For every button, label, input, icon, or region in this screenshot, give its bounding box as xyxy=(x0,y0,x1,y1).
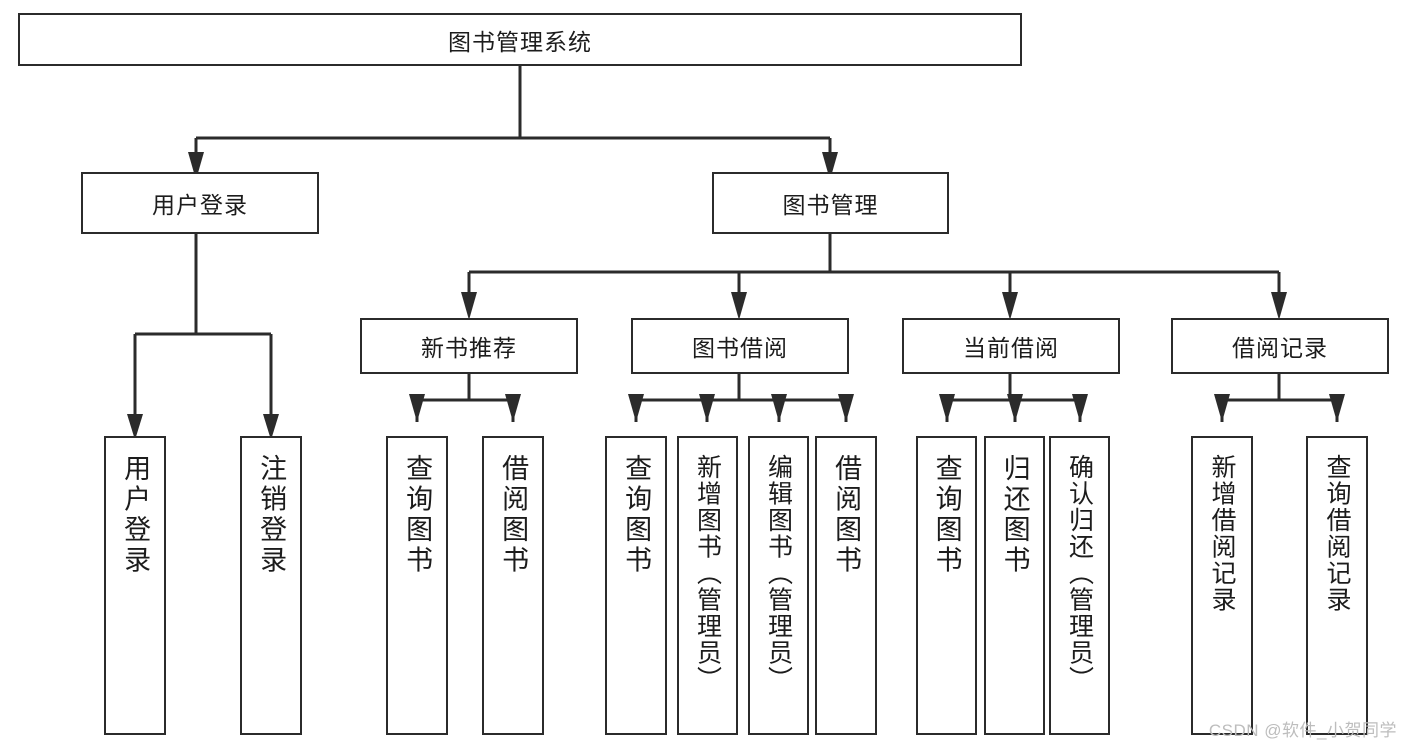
watermark: CSDN @软件_小贺同学 xyxy=(1208,721,1397,740)
leaf-book-borrow-add[interactable]: 新增图书（管理员） xyxy=(677,436,738,735)
arrowhead-c1 xyxy=(461,292,477,320)
arrowhead-bb-l3 xyxy=(771,394,787,422)
leaf-label: 查询图书 xyxy=(621,454,652,576)
leaf-label: 新增借阅记录 xyxy=(1208,454,1236,613)
leaf-new-book-borrow[interactable]: 借阅图书 xyxy=(482,436,544,735)
node-book-management-label: 图书管理 xyxy=(782,192,879,218)
leaf-book-borrow-edit[interactable]: 编辑图书（管理员） xyxy=(748,436,809,735)
leaf-label: 查询图书 xyxy=(402,454,433,576)
arrowhead-bb-l1 xyxy=(628,394,644,422)
leaf-label: 注销登录 xyxy=(256,454,287,576)
node-root[interactable]: 图书管理系统 xyxy=(18,13,1022,66)
node-new-book-recommend-label: 新书推荐 xyxy=(421,335,517,361)
leaf-user-login-logout[interactable]: 注销登录 xyxy=(240,436,302,735)
node-book-borrow-label: 图书借阅 xyxy=(692,335,788,361)
leaf-current-borrow-return[interactable]: 归还图书 xyxy=(984,436,1045,735)
arrowhead-cb-l2 xyxy=(1007,394,1023,422)
node-user-login-label: 用户登录 xyxy=(152,192,248,218)
arrowhead-bb-l2 xyxy=(699,394,715,422)
node-book-borrow[interactable]: 图书借阅 xyxy=(631,318,849,374)
arrowhead-br-l1 xyxy=(1214,394,1230,422)
leaf-label: 确认归还（管理员） xyxy=(1065,454,1094,693)
arrowhead-c3 xyxy=(1002,292,1018,320)
leaf-label: 查询借阅记录 xyxy=(1323,454,1351,613)
arrowhead-br-l2 xyxy=(1329,394,1345,422)
arrowhead-cb-l1 xyxy=(939,394,955,422)
leaf-label: 新增图书（管理员） xyxy=(693,454,722,693)
arrowhead-nb-l1 xyxy=(409,394,425,422)
leaf-label: 查询图书 xyxy=(931,454,962,576)
node-new-book-recommend[interactable]: 新书推荐 xyxy=(360,318,578,374)
leaf-book-borrow-query[interactable]: 查询图书 xyxy=(605,436,667,735)
leaf-new-book-query[interactable]: 查询图书 xyxy=(386,436,448,735)
leaf-current-borrow-confirm-return[interactable]: 确认归还（管理员） xyxy=(1049,436,1110,735)
node-root-label: 图书管理系统 xyxy=(448,28,592,55)
node-current-borrow-label: 当前借阅 xyxy=(963,335,1059,361)
leaf-label: 归还图书 xyxy=(999,454,1030,576)
arrowhead-cb-l3 xyxy=(1072,394,1088,422)
arrowhead-bb-l4 xyxy=(838,394,854,422)
leaf-label: 借阅图书 xyxy=(498,454,529,576)
node-borrow-record[interactable]: 借阅记录 xyxy=(1171,318,1389,374)
node-user-login[interactable]: 用户登录 xyxy=(81,172,319,234)
arrowhead-c2 xyxy=(731,292,747,320)
leaf-label: 编辑图书（管理员） xyxy=(764,454,793,693)
leaf-borrow-record-add[interactable]: 新增借阅记录 xyxy=(1191,436,1253,735)
leaf-label: 借阅图书 xyxy=(831,454,862,576)
leaf-borrow-record-query[interactable]: 查询借阅记录 xyxy=(1306,436,1368,735)
node-book-management[interactable]: 图书管理 xyxy=(712,172,949,234)
leaf-book-borrow-borrow[interactable]: 借阅图书 xyxy=(815,436,877,735)
node-borrow-record-label: 借阅记录 xyxy=(1232,335,1328,361)
node-current-borrow[interactable]: 当前借阅 xyxy=(902,318,1120,374)
arrowhead-nb-l2 xyxy=(505,394,521,422)
leaf-current-borrow-query[interactable]: 查询图书 xyxy=(916,436,977,735)
leaf-user-login-login[interactable]: 用户登录 xyxy=(104,436,166,735)
leaf-label: 用户登录 xyxy=(120,454,151,576)
arrowhead-c4 xyxy=(1271,292,1287,320)
